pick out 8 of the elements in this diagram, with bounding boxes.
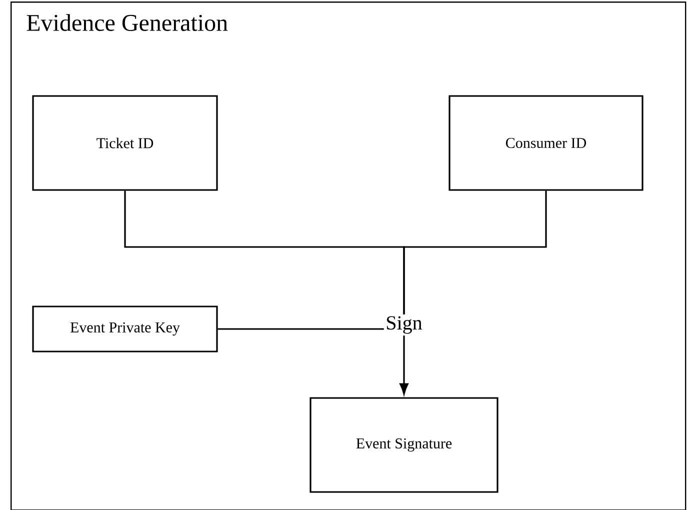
process-box: Event Private Key bbox=[32, 306, 218, 352]
process-box: Ticket ID bbox=[32, 95, 218, 191]
connector bbox=[218, 328, 384, 330]
junction-label: Sign bbox=[387, 316, 422, 334]
process-box: Consumer ID bbox=[448, 95, 644, 191]
connector bbox=[400, 336, 408, 395]
process-box: Event Signature bbox=[310, 397, 498, 493]
connector bbox=[403, 190, 547, 314]
